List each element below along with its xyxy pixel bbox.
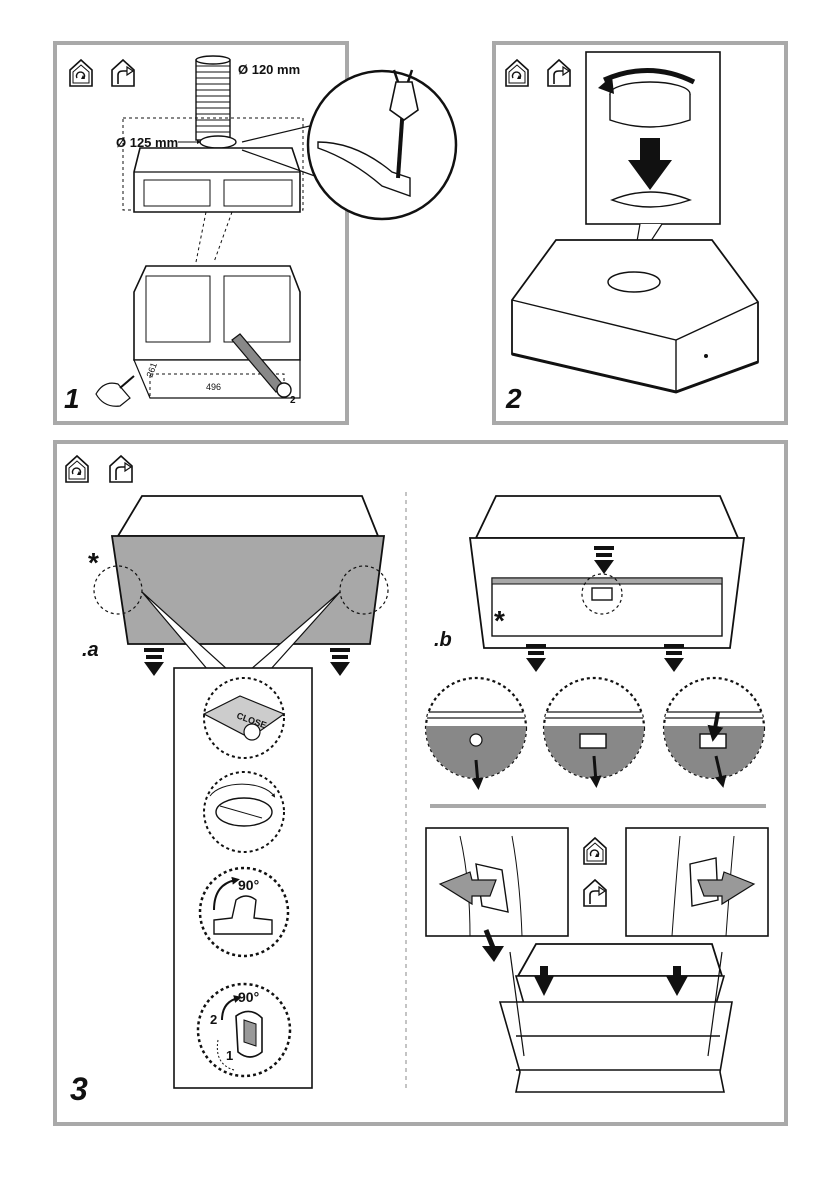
panel-2: 2 <box>494 43 786 423</box>
panel-1: Ø 120 mm Ø 125 mm 496 <box>55 43 456 423</box>
cutout-width-label: 496 <box>206 382 221 392</box>
saw-step-label: 2 <box>290 395 296 406</box>
step-number-2: 2 <box>505 383 522 414</box>
asterisk-a: * <box>88 547 99 578</box>
step-number-3: 3 <box>70 1071 88 1107</box>
panel-3: * .a CLOSE 90° 90° 2 <box>55 442 786 1124</box>
step-2-label: 2 <box>210 1012 217 1027</box>
hood-filter-frame <box>500 944 732 1092</box>
section-a-label: .a <box>82 639 99 661</box>
rotate-angle-label: 90° <box>238 877 259 893</box>
outlet-hole <box>200 136 236 148</box>
duct-diameter-label: Ø 120 mm <box>238 62 300 77</box>
grease-filter-panel <box>112 536 384 644</box>
step-number-1: 1 <box>64 383 80 414</box>
section-b-label: .b <box>434 629 452 651</box>
rotate-angle-label-2: 90° <box>238 989 259 1005</box>
asterisk-b: * <box>494 605 505 636</box>
cabinet-bottom: 496 261 2 <box>134 266 300 406</box>
cabinet-top <box>134 148 300 212</box>
flexible-duct <box>196 56 230 140</box>
step-1-label: 1 <box>226 1048 233 1063</box>
